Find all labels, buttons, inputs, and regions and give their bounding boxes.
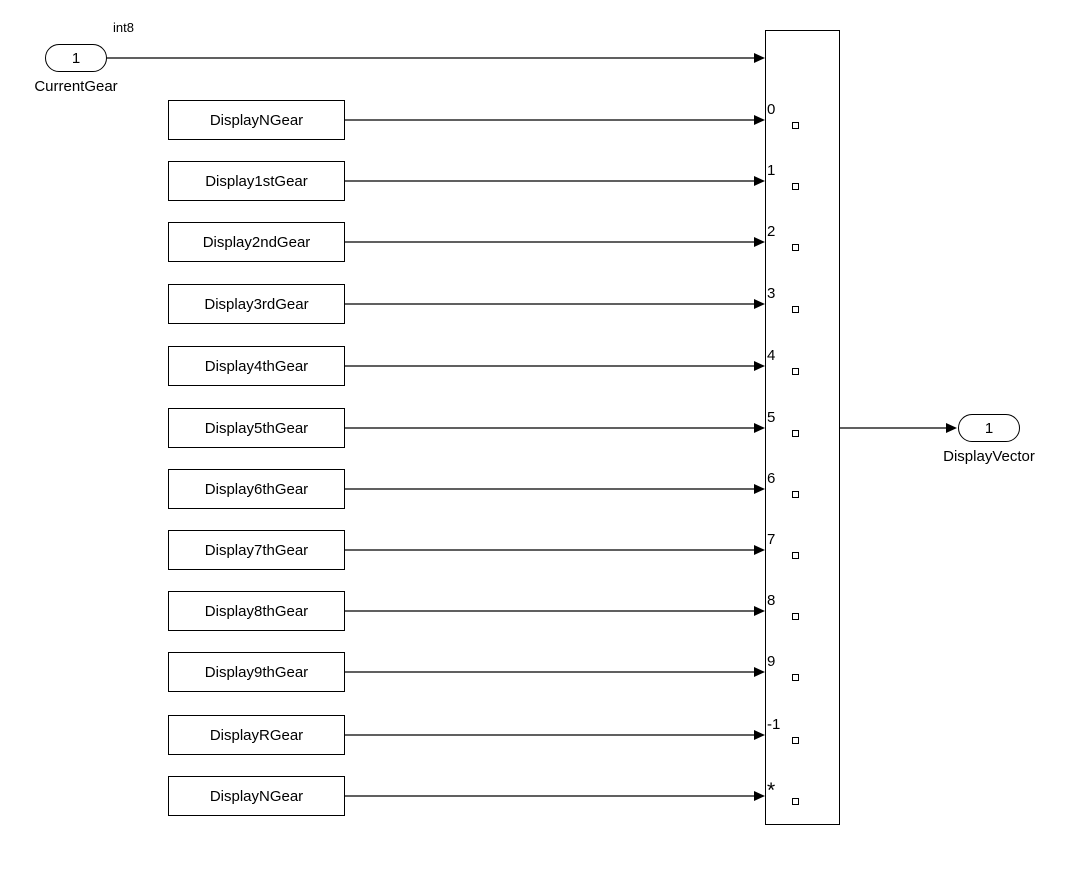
source-block-display-3rd-gear[interactable]: Display3rdGear [168, 284, 345, 324]
inport-number: 1 [71, 49, 81, 67]
outport-label: DisplayVector [943, 448, 1035, 465]
source-block-display-n-gear[interactable]: DisplayNGear [168, 100, 345, 140]
switch-port-marker-3 [792, 306, 799, 313]
signal-line-port0[interactable] [345, 115, 765, 125]
switch-port-label-0: 0 [767, 101, 776, 118]
outport-number: 1 [984, 419, 994, 437]
signal-line-control[interactable] [107, 53, 765, 63]
source-block-display-5th-gear[interactable]: Display5thGear [168, 408, 345, 448]
source-block-display-6th-gear[interactable]: Display6thGear [168, 469, 345, 509]
switch-port-label-6: 6 [767, 470, 776, 487]
signal-line-port1[interactable] [345, 176, 765, 186]
source-block-display-4th-gear[interactable]: Display4thGear [168, 346, 345, 386]
switch-port-label-9: 9 [767, 653, 776, 670]
switch-port-label-3: 3 [767, 285, 776, 302]
switch-port-label-2: 2 [767, 223, 776, 240]
switch-port-marker-neg1 [792, 737, 799, 744]
source-block-display-9th-gear[interactable]: Display9thGear [168, 652, 345, 692]
switch-port-label-5: 5 [767, 409, 776, 426]
switch-port-marker-5 [792, 430, 799, 437]
switch-port-marker-7 [792, 552, 799, 559]
signal-line-port3[interactable] [345, 299, 765, 309]
signal-line-port2[interactable] [345, 237, 765, 247]
switch-port-marker-6 [792, 491, 799, 498]
source-block-display-7th-gear[interactable]: Display7thGear [168, 530, 345, 570]
signal-line-port6[interactable] [345, 484, 765, 494]
switch-port-label-7: 7 [767, 531, 776, 548]
source-block-display-n-gear-default[interactable]: DisplayNGear [168, 776, 345, 816]
switch-port-marker-2 [792, 244, 799, 251]
signal-line-port8[interactable] [345, 606, 765, 616]
switch-port-label-1: 1 [767, 162, 776, 179]
signal-line-portDefault[interactable] [345, 791, 765, 801]
source-block-display-r-gear[interactable]: DisplayRGear [168, 715, 345, 755]
multiport-switch-block[interactable] [765, 30, 840, 825]
switch-port-label-4: 4 [767, 347, 776, 364]
signal-line-port4[interactable] [345, 361, 765, 371]
switch-port-marker-4 [792, 368, 799, 375]
switch-port-marker-1 [792, 183, 799, 190]
signal-line-port7[interactable] [345, 545, 765, 555]
source-block-display-1st-gear[interactable]: Display1stGear [168, 161, 345, 201]
switch-port-marker-9 [792, 674, 799, 681]
switch-port-label-neg1: -1 [767, 716, 781, 733]
switch-port-label-8: 8 [767, 592, 776, 609]
signal-line-output[interactable] [840, 423, 957, 433]
outport-block[interactable]: 1 [958, 414, 1020, 442]
switch-port-marker-0 [792, 122, 799, 129]
signal-line-port9[interactable] [345, 667, 765, 677]
source-block-display-8th-gear[interactable]: Display8thGear [168, 591, 345, 631]
source-block-display-2nd-gear[interactable]: Display2ndGear [168, 222, 345, 262]
inport-label: CurrentGear [34, 78, 118, 95]
inport-block[interactable]: 1 [45, 44, 107, 72]
signal-line-port5[interactable] [345, 423, 765, 433]
signal-line-portR[interactable] [345, 730, 765, 740]
switch-port-marker-default [792, 798, 799, 805]
switch-port-marker-8 [792, 613, 799, 620]
signal-type-annotation: int8 [113, 20, 134, 35]
switch-port-label-default: * [767, 779, 776, 802]
